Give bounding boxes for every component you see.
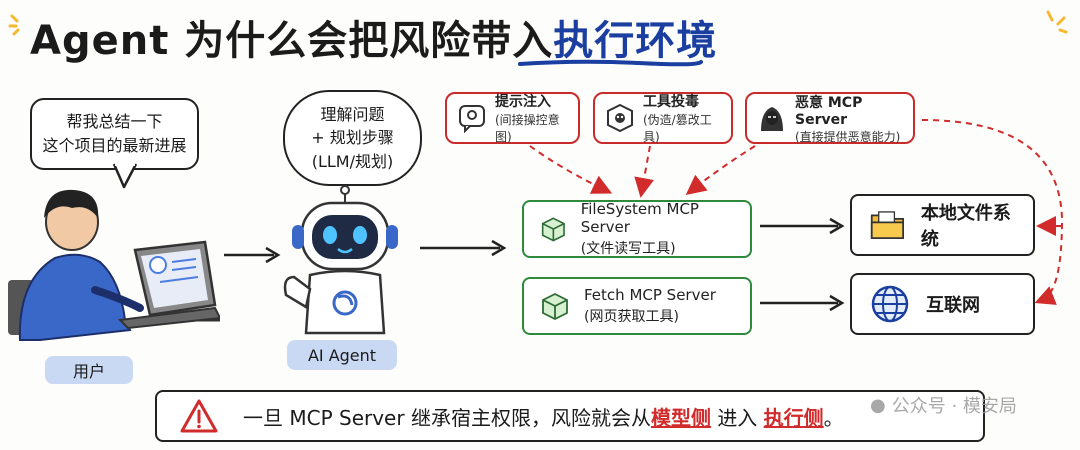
sparkle-icon: [1046, 10, 1068, 34]
target-internet: 互联网: [850, 273, 1035, 335]
prompt-injection-icon: [459, 105, 485, 133]
warning-icon: [180, 399, 218, 433]
globe-icon: [871, 285, 909, 323]
agent-thought-line3: (LLM/规划): [311, 151, 394, 171]
threat-title: 提示注入: [495, 94, 551, 110]
target-label: 互联网: [926, 295, 980, 316]
user-speech-line2: 这个项目的最新进展: [42, 136, 187, 155]
server-title: FileSystem MCP Server: [580, 200, 699, 236]
target-label: 本地文件系统: [920, 203, 1011, 250]
cube-icon: [541, 217, 565, 242]
poison-icon: [607, 103, 633, 133]
user-label: 用户: [45, 356, 133, 384]
hacker-icon: [761, 107, 783, 131]
bubble-tail: [112, 163, 138, 189]
threat-title: 工具投毒: [643, 94, 699, 110]
warning-prefix: 一旦 MCP Server 继承宿主权限，风险就会从: [243, 405, 651, 430]
agent-thought-line2: + 规划步骤: [311, 128, 394, 148]
agent-thought-line1: 理解问题: [320, 105, 385, 125]
page-title: Agent 为什么会把风险带入执行环境: [30, 8, 717, 66]
robot-agent-icon: [283, 185, 398, 335]
arrow-user-to-agent: [224, 246, 281, 264]
user-illustration: [8, 189, 220, 341]
server-fetch: Fetch MCP Server (网页获取工具): [522, 277, 752, 335]
server-desc: (网页获取工具): [584, 309, 679, 325]
server-desc: (文件读写工具): [580, 241, 676, 257]
warning-banner: 一旦 MCP Server 继承宿主权限，风险就会从模型侧 进入 执行侧。: [155, 390, 985, 442]
warning-suffix: 。: [823, 405, 844, 430]
warning-model-side: 模型侧: [650, 405, 711, 430]
agent-thought-bubble: 理解问题 + 规划步骤 (LLM/规划): [283, 90, 422, 186]
threat-prompt-injection: 提示注入 (间接操控意图): [445, 92, 580, 144]
user-speech-bubble: 帮我总结一下 这个项目的最新进展: [30, 98, 199, 170]
threat-desc: (伪造/篡改工具): [643, 113, 712, 144]
title-underline: [518, 59, 703, 67]
folder-icon: [870, 211, 904, 239]
server-filesystem: FileSystem MCP Server (文件读写工具): [522, 200, 752, 258]
agent-label: AI Agent: [287, 340, 397, 370]
threat-desc: (间接操控意图): [495, 113, 560, 144]
threat-desc: (直接提供恶意能力): [795, 129, 901, 144]
user-speech-line1: 帮我总结一下: [66, 112, 163, 131]
target-local-filesystem: 本地文件系统: [850, 194, 1035, 256]
watermark: ● 公众号 · 模安局: [870, 392, 1017, 418]
title-highlight: 执行环境: [553, 18, 718, 64]
title-main: Agent 为什么会把风险带入: [30, 18, 554, 64]
threat-title: 恶意 MCP Server: [795, 94, 863, 128]
threat-tool-poisoning: 工具投毒 (伪造/篡改工具): [593, 92, 733, 144]
cube-icon: [542, 292, 568, 321]
sparkle-icon: [8, 14, 20, 36]
warning-middle: 进入: [717, 405, 758, 430]
arrow-agent-to-servers: [420, 239, 507, 257]
wechat-icon: ●: [870, 394, 886, 416]
threat-malicious-server: 恶意 MCP Server(直接提供恶意能力): [745, 92, 915, 144]
watermark-text: 公众号 · 模安局: [891, 396, 1017, 417]
warning-exec-side: 执行侧: [763, 405, 824, 430]
server-title: Fetch MCP Server: [584, 286, 716, 304]
